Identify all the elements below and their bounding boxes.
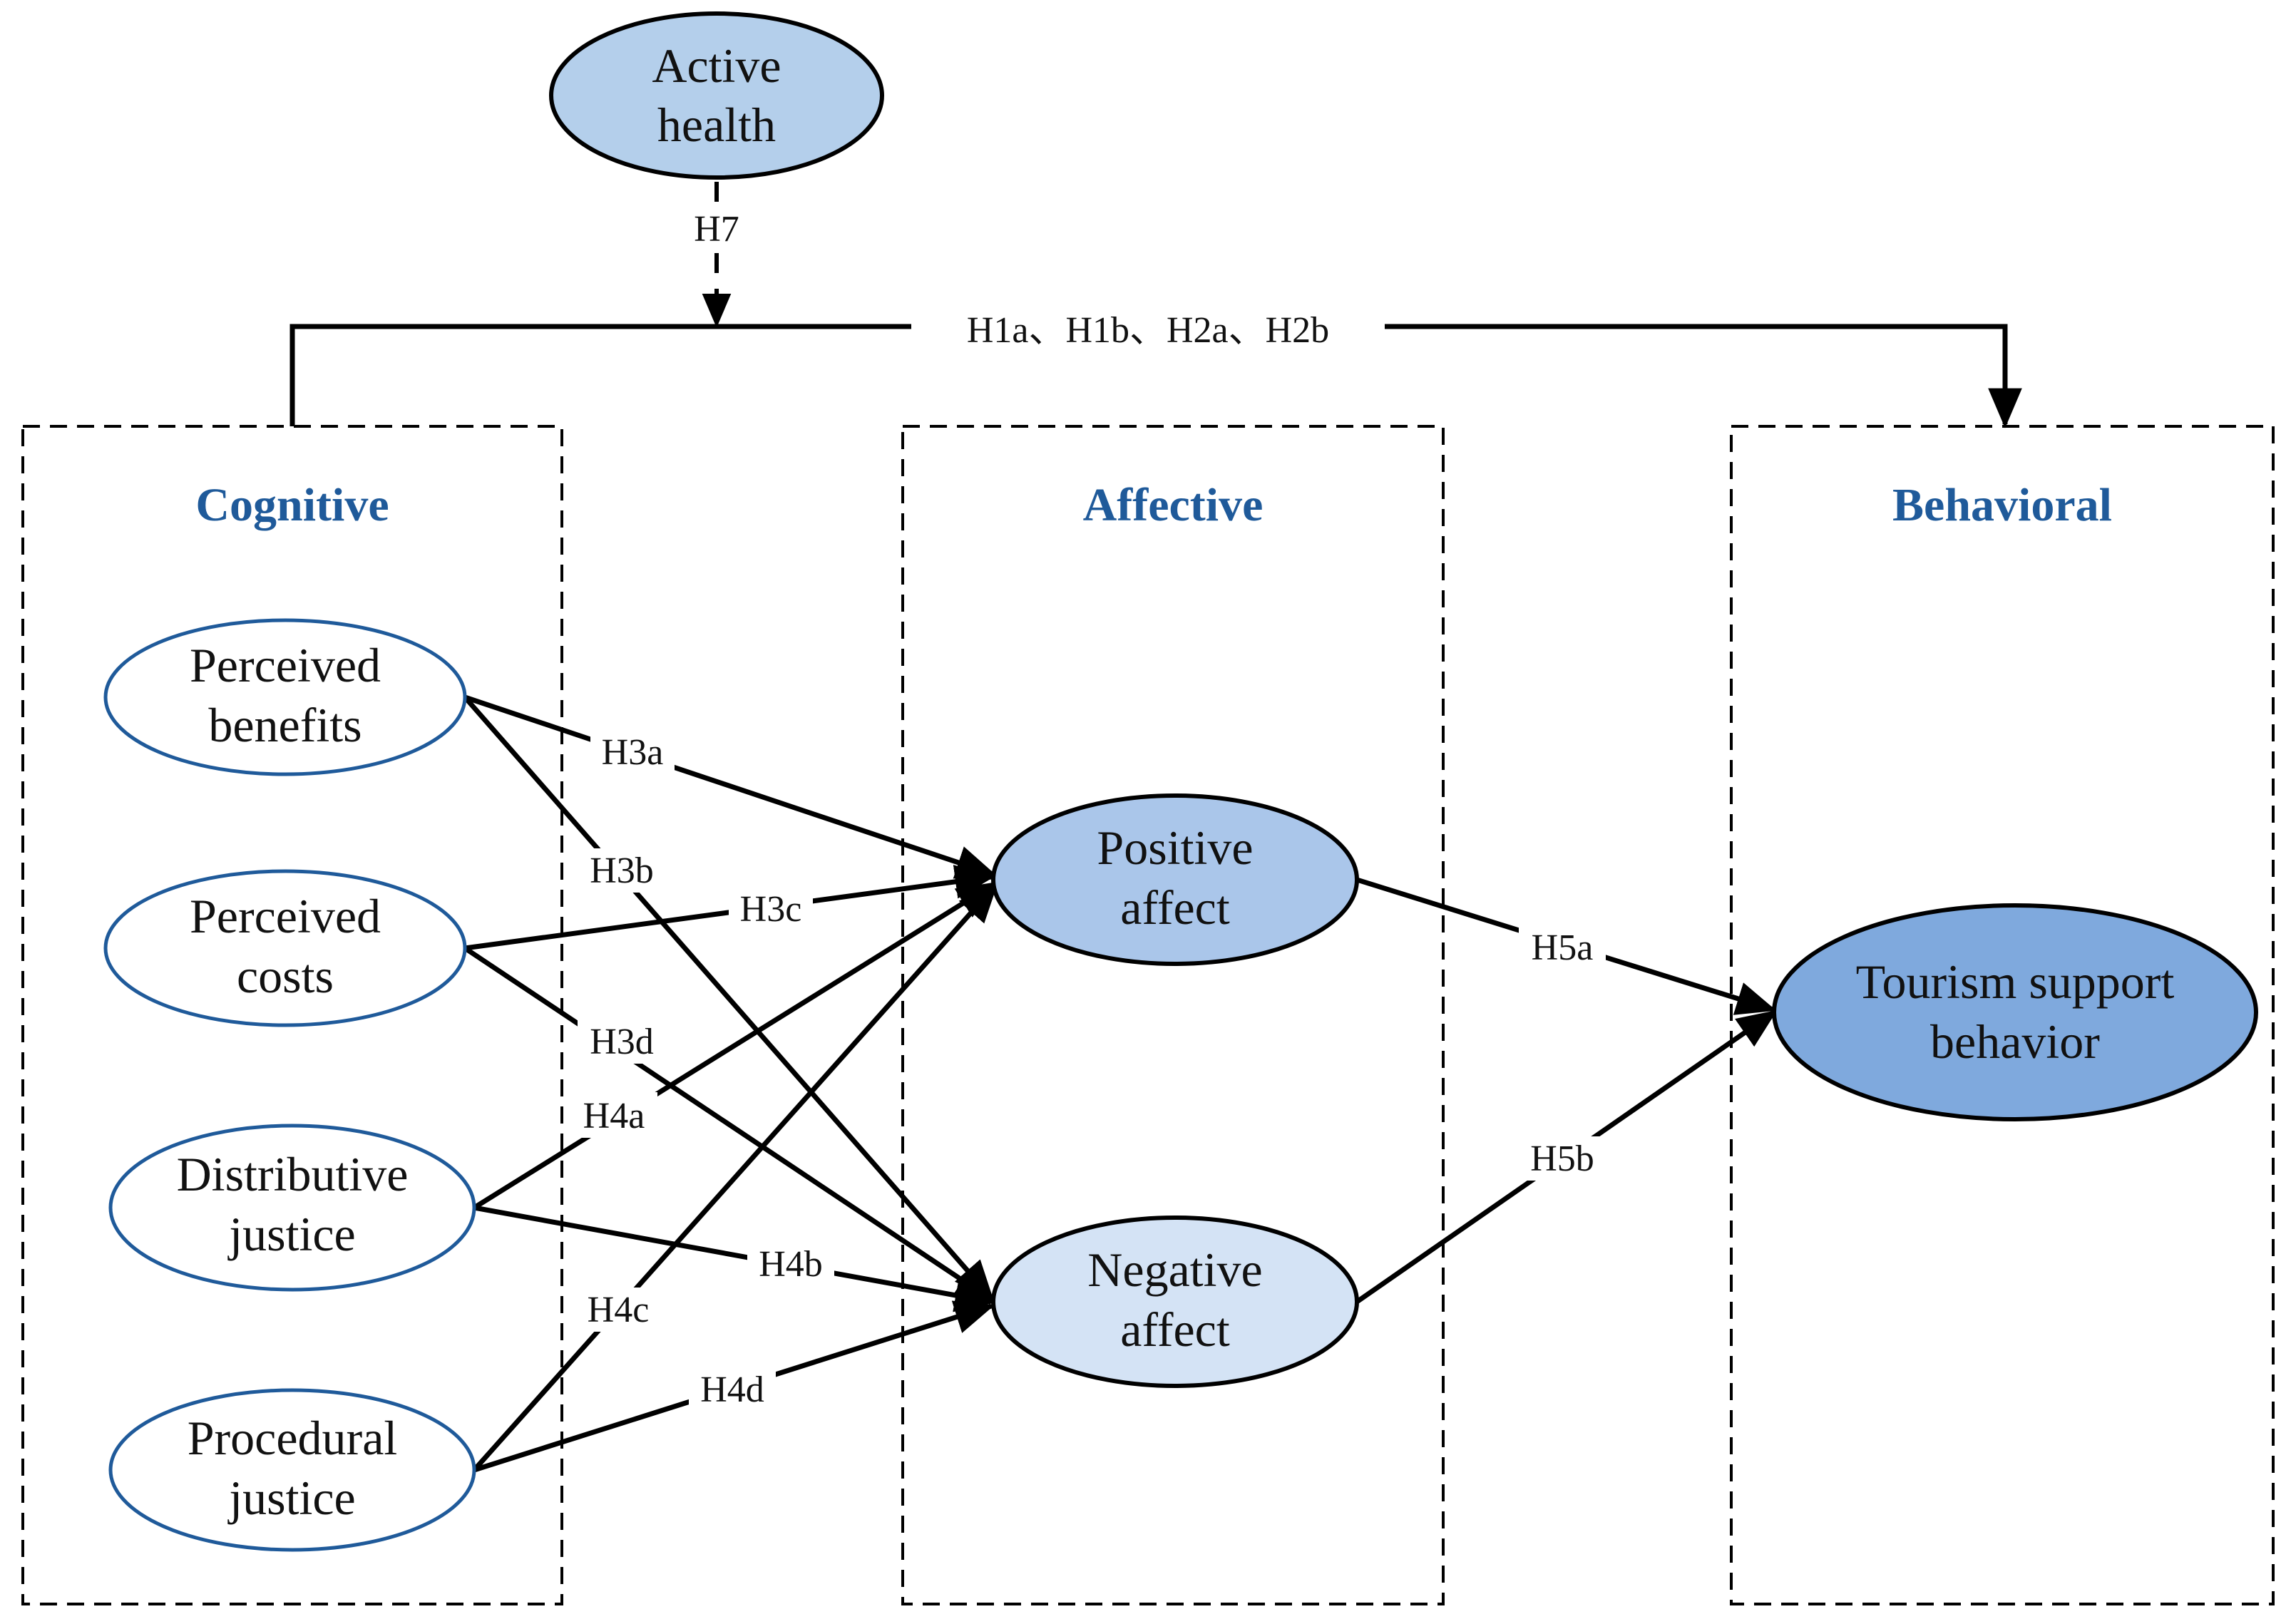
h4a-label: H4a: [583, 1096, 645, 1136]
negative-affect-node: Negative affect: [991, 1216, 1359, 1388]
tourism-support-behavior-node: Tourism support behavior: [1772, 903, 2258, 1121]
distributive-justice-line1: Distributive: [177, 1147, 409, 1201]
h1-h2-label-bg: [911, 305, 1385, 352]
negative-affect-line1: Negative: [1087, 1243, 1262, 1297]
active-health-line2: health: [657, 98, 776, 152]
h3c-arrow: [464, 865, 995, 951]
h7-label-bg: [681, 207, 752, 251]
h3a-arrow: [463, 694, 997, 879]
procedural-justice-line1: Procedural: [188, 1411, 398, 1465]
h4b-label-bg: [747, 1242, 834, 1286]
h3a-label-bg: [590, 730, 675, 774]
perceived-costs-node: Perceived costs: [103, 869, 467, 1027]
h4c-label-bg: [575, 1288, 662, 1332]
active-health-node: Active health: [549, 11, 884, 180]
affective-heading: Affective: [1083, 479, 1264, 531]
h3c-label-bg: [729, 887, 813, 931]
h4b-label: H4b: [759, 1244, 823, 1285]
h4c-arrow: [472, 882, 998, 1472]
h5b-label-bg: [1519, 1136, 1606, 1181]
behavioral-heading: Behavioral: [1892, 479, 2112, 531]
h4a-arrow: [473, 882, 998, 1210]
h4c-label: H4c: [588, 1290, 650, 1330]
procedural-justice-line2: justice: [227, 1471, 356, 1525]
h3d-arrow: [463, 946, 996, 1303]
distributive-justice-line2: justice: [227, 1207, 356, 1261]
h4d-label: H4d: [700, 1369, 764, 1410]
cognitive-heading: Cognitive: [195, 479, 389, 531]
positive-affect-line2: affect: [1120, 880, 1230, 935]
h5b-label: H5b: [1530, 1139, 1594, 1179]
h4d-label-bg: [689, 1367, 776, 1412]
h4a-label-bg: [570, 1092, 657, 1138]
procedural-justice-node: Procedural justice: [108, 1388, 476, 1552]
tourism-support-line2: behavior: [1930, 1014, 2100, 1069]
distributive-justice-node: Distributive justice: [108, 1124, 476, 1292]
h5a-label-bg: [1519, 925, 1606, 970]
active-health-line1: Active: [652, 38, 781, 93]
h7-label: H7: [694, 209, 739, 250]
negative-affect-line2: affect: [1120, 1302, 1230, 1357]
perceived-costs-line1: Perceived: [190, 889, 381, 943]
h3a-label: H3a: [602, 732, 664, 773]
h5a-label: H5a: [1532, 927, 1594, 968]
affective-group-box: [901, 425, 1445, 1605]
h3c-label: H3c: [740, 889, 802, 930]
h1-h2-label: H1a、H1b、H2a、H2b: [967, 310, 1329, 351]
h3b-label: H3b: [590, 850, 654, 891]
tourism-support-line1: Tourism support: [1856, 955, 2175, 1009]
perceived-benefits-line2: benefits: [208, 698, 362, 752]
h3b-arrow: [463, 695, 994, 1301]
h3d-label: H3d: [590, 1022, 654, 1062]
perceived-benefits-node: Perceived benefits: [103, 618, 467, 776]
h3d-label-bg: [578, 1019, 666, 1064]
perceived-benefits-line1: Perceived: [190, 638, 381, 692]
perceived-costs-line2: costs: [237, 949, 334, 1003]
positive-affect-node: Positive affect: [991, 793, 1359, 966]
positive-affect-line1: Positive: [1097, 821, 1253, 875]
h4b-arrow: [473, 1205, 995, 1312]
h3b-label-bg: [578, 848, 666, 893]
